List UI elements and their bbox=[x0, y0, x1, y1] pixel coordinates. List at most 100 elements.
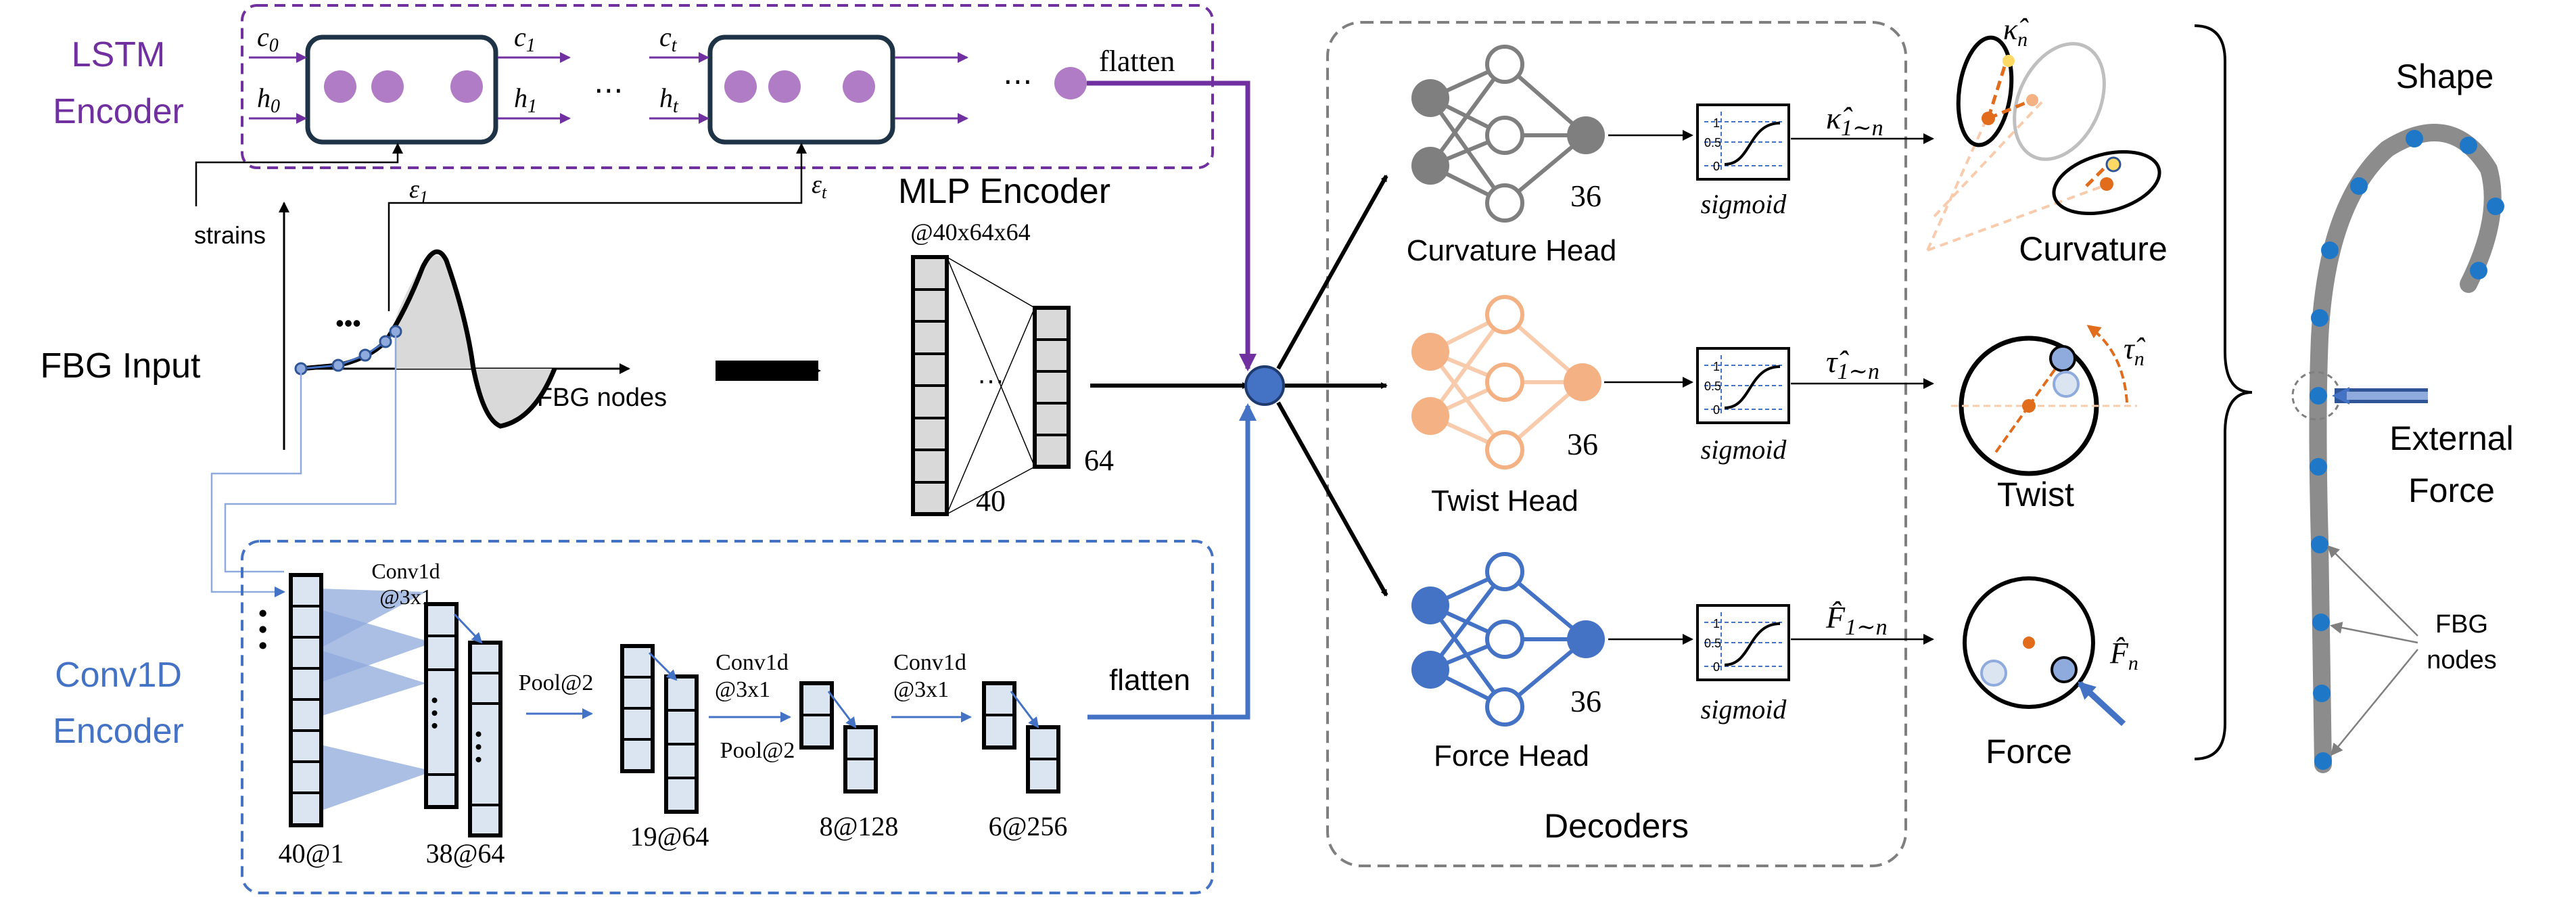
fbg-node bbox=[2460, 137, 2477, 154]
shape-illustration: Shape External Force FBG nodes bbox=[2291, 58, 2514, 773]
mlp-n1: 40 bbox=[976, 484, 1006, 518]
twist-label: Twist bbox=[1997, 476, 2074, 513]
decoders: Decoders 36 Curvature Head 36 bbox=[1276, 21, 1934, 867]
force-input-node bbox=[1411, 651, 1449, 689]
curvature-head-label: Curvature Head bbox=[1407, 234, 1617, 267]
epst-path bbox=[388, 143, 807, 311]
fbg-node bbox=[2487, 198, 2504, 215]
c0-label: c0 bbox=[257, 22, 279, 56]
mlp-layer-64-cells bbox=[1035, 338, 1069, 436]
twist-illustration: τ̂n Twist bbox=[1951, 325, 2146, 513]
curv-hidden-node bbox=[1485, 116, 1524, 155]
output-brace bbox=[2194, 24, 2253, 760]
conv-layer-40x1-cells bbox=[291, 605, 321, 794]
lstm-node bbox=[1054, 67, 1087, 99]
mlp-connections bbox=[946, 256, 1035, 515]
fbg-sample-dot bbox=[379, 335, 392, 348]
force-output-node bbox=[1567, 620, 1605, 658]
mlp-layer-64 bbox=[1033, 306, 1071, 469]
fbg-nodes-line1: FBG bbox=[2435, 610, 2488, 639]
h1-label: h1 bbox=[514, 83, 537, 117]
fbg-node bbox=[2311, 536, 2328, 553]
conv-op2-line1: Conv1d bbox=[716, 650, 789, 675]
curvature-illustration: κ̂n Curvature bbox=[1926, 13, 2168, 268]
conv-title-line2: Encoder bbox=[53, 712, 184, 751]
force-hidden-node bbox=[1485, 552, 1524, 591]
tau-n-label: τ̂n bbox=[2124, 332, 2146, 370]
ct-label: ct bbox=[659, 22, 678, 56]
conv-op1-line1: Conv1d bbox=[371, 559, 440, 583]
conv-title-line1: Conv1D bbox=[55, 656, 182, 695]
fbg-node bbox=[2311, 309, 2328, 327]
lstm-node bbox=[450, 70, 483, 103]
conv-size-2: 38@64 bbox=[426, 838, 505, 869]
fbg-node bbox=[2314, 752, 2332, 770]
merge-to-curv-arrow bbox=[1276, 175, 1388, 370]
lstm-node bbox=[768, 70, 801, 103]
fbg-node bbox=[2321, 242, 2339, 259]
conv-pool1: Pool@2 bbox=[519, 670, 594, 695]
fbg-input-label: FBG Input bbox=[41, 346, 202, 386]
curv-dim: 36 bbox=[1570, 179, 1601, 213]
fbg-node-axis-label: FBG nodes bbox=[537, 384, 667, 412]
lstm-flatten-label: flatten bbox=[1099, 45, 1175, 78]
shape-title: Shape bbox=[2396, 58, 2494, 95]
conv-op3-line1: Conv1d bbox=[893, 650, 966, 675]
conv-feed-line-1 bbox=[210, 369, 302, 597]
f-n-label: F̂n bbox=[2109, 637, 2138, 674]
lstm-node bbox=[371, 70, 404, 103]
fbg-node bbox=[2310, 387, 2327, 405]
svg-text:0: 0 bbox=[1713, 403, 1720, 417]
conv-flatten-label: flatten bbox=[1109, 664, 1190, 697]
twist-hidden-node bbox=[1485, 430, 1524, 469]
fbg-sample-dot bbox=[358, 348, 372, 362]
conv-layer-8x128-cells bbox=[801, 714, 876, 760]
svg-text:0.5: 0.5 bbox=[1704, 136, 1721, 150]
lstm-node bbox=[324, 70, 356, 103]
curv-output-label: κ̂1∼n bbox=[1826, 101, 1883, 141]
svg-text:0.5: 0.5 bbox=[1704, 380, 1721, 393]
force-dim: 36 bbox=[1570, 684, 1601, 718]
svg-text:1: 1 bbox=[1713, 617, 1720, 630]
kappa-n-label: κ̂n bbox=[2003, 13, 2029, 51]
conv-kernel-arrow bbox=[648, 651, 678, 681]
mlp-dots: ··· bbox=[977, 365, 1004, 395]
c1-label: c1 bbox=[514, 22, 536, 56]
lstm-encoder: LSTM Encoder c0 h0 c1 h1 ⋯ ct ht ⋯ flatt… bbox=[53, 4, 1257, 371]
fbg-nodes-line2: nodes bbox=[2427, 646, 2497, 674]
epst-label: εt bbox=[812, 170, 827, 202]
fbg-pointer bbox=[2330, 622, 2418, 644]
merge-to-force-arrow bbox=[1276, 401, 1388, 597]
conv-dots-left: • • • bbox=[248, 609, 277, 650]
fbg-input: FBG Input strains FBG nodes ••• bbox=[41, 202, 821, 597]
curv-output-node bbox=[1567, 116, 1605, 154]
feature-merge-node bbox=[1244, 365, 1285, 406]
decoders-frame bbox=[1326, 21, 1907, 867]
fbg-node bbox=[2470, 262, 2487, 279]
curvature-label: Curvature bbox=[2019, 230, 2168, 268]
conv-dots-38b: • • • bbox=[467, 731, 490, 763]
conv-dots-38a: • • • bbox=[423, 697, 446, 729]
fbg-node bbox=[2312, 614, 2330, 631]
external-force-line2: Force bbox=[2408, 472, 2495, 509]
decoders-title: Decoders bbox=[1544, 807, 1689, 845]
force-output-label: F̂1∼n bbox=[1825, 600, 1888, 640]
twist-input-node bbox=[1411, 397, 1449, 435]
mlp-encoder: MLP Encoder @40x64x64 ··· 40 64 bbox=[898, 172, 1249, 518]
mlp-n2: 64 bbox=[1084, 444, 1114, 477]
twist-output-node bbox=[1564, 363, 1601, 401]
fbg-sample-dot bbox=[331, 359, 345, 372]
input-dots: ••• bbox=[335, 309, 361, 337]
fbg-pointer bbox=[2331, 649, 2418, 756]
force-hidden-node bbox=[1485, 620, 1524, 659]
conv1d-encoder: Conv1D Encoder • • • 40@1 Conv1d @3x1 bbox=[53, 403, 1257, 894]
mlp-layer-40-cells bbox=[913, 288, 947, 484]
lstm-ellipsis-2: ⋯ bbox=[1003, 65, 1033, 98]
conv-flatten-path bbox=[1087, 403, 1257, 720]
conv-op3-line2: @3x1 bbox=[893, 677, 949, 702]
svg-text:1: 1 bbox=[1713, 360, 1720, 373]
conv-kernel-arrow bbox=[1010, 691, 1039, 729]
twist-hidden-node bbox=[1485, 363, 1524, 402]
conv-size-4: 8@128 bbox=[820, 811, 899, 842]
